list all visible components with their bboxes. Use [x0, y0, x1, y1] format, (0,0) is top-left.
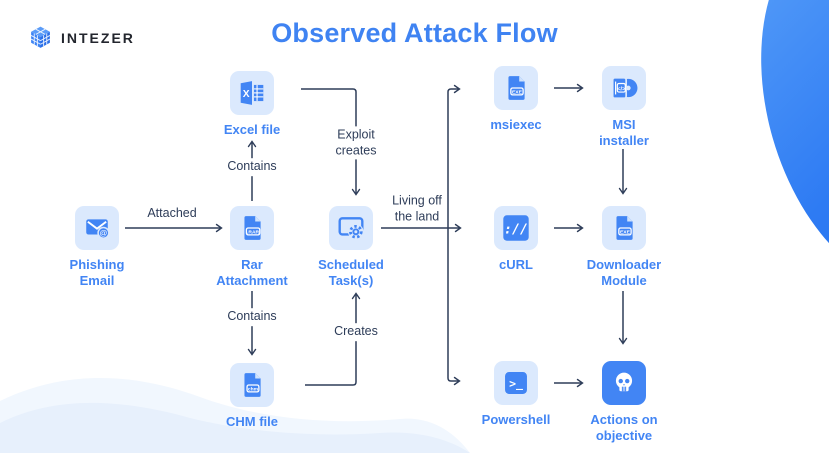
intezer-cube-logo-icon: [30, 26, 51, 48]
msi-installer-icon: </>: [602, 66, 646, 110]
page-title: Observed Attack Flow: [271, 18, 558, 48]
svg-text:chm: chm: [248, 386, 259, 392]
exe-file-icon: EXE: [602, 206, 646, 250]
node-msiexec: EXE msiexec: [461, 66, 571, 133]
chm-file-icon: chm: [230, 363, 274, 407]
node-excel-file: X Excel file: [197, 71, 307, 138]
brand: INTEZER: [28, 24, 135, 51]
edge-label-attached: Attached: [147, 206, 197, 221]
node-phishing-email: @ Phishing Email: [42, 206, 152, 289]
node-msi-installer: </> MSI installer: [569, 66, 679, 149]
svg-text:@: @: [100, 228, 108, 237]
svg-text:X: X: [243, 89, 250, 100]
node-rar-attachment: .RAR Rar Attachment: [197, 206, 307, 289]
node-downloader-module: EXE Downloader Module: [569, 206, 679, 289]
branch-top-arrow: [447, 84, 461, 94]
svg-text:</>: </>: [617, 86, 626, 92]
scheduled-task-icon: [329, 206, 373, 250]
svg-text:EXE: EXE: [620, 229, 631, 235]
curl-icon: ://: [494, 206, 538, 250]
svg-text:://: ://: [504, 222, 528, 237]
node-label: Phishing Email: [69, 257, 125, 288]
excel-file-icon: X: [230, 71, 274, 115]
node-label: MSI installer: [599, 117, 649, 148]
edge-label-contains-bottom: Contains: [223, 308, 281, 326]
node-label: CHM file: [226, 414, 278, 429]
node-label: Scheduled Task(s): [318, 257, 384, 288]
edge-label-living-off-the-land: Living off the land: [392, 193, 442, 223]
edge-label-exploit-creates: Exploit creates: [331, 126, 381, 160]
edge-label-creates: Creates: [330, 323, 382, 341]
node-label: cURL: [499, 257, 533, 272]
svg-text:EXE: EXE: [512, 89, 523, 95]
svg-text:>_: >_: [509, 376, 523, 391]
node-chm-file: chm CHM file: [197, 363, 307, 430]
wave-decoration: [0, 377, 470, 453]
svg-text:.RAR: .RAR: [247, 229, 260, 235]
node-scheduled-tasks: Scheduled Task(s): [296, 206, 406, 289]
node-curl: :// cURL: [461, 206, 571, 273]
email-at-icon: @: [75, 206, 119, 250]
rar-file-icon: .RAR: [230, 206, 274, 250]
exe-file-icon: EXE: [494, 66, 538, 110]
node-powershell: >_ Powershell: [461, 361, 571, 428]
edge-label-contains-top: Contains: [223, 158, 281, 176]
node-label: Excel file: [223, 122, 281, 137]
node-label: Rar Attachment: [216, 257, 288, 288]
node-actions-on-objective: Actions on objective: [569, 361, 679, 444]
brand-name: INTEZER: [61, 29, 135, 46]
node-label: Powershell: [481, 412, 551, 427]
powershell-icon: >_: [494, 361, 538, 405]
node-label: msiexec: [490, 117, 542, 132]
skull-icon: [602, 361, 646, 405]
node-label: Downloader Module: [586, 257, 662, 288]
node-label: Actions on objective: [590, 412, 658, 443]
